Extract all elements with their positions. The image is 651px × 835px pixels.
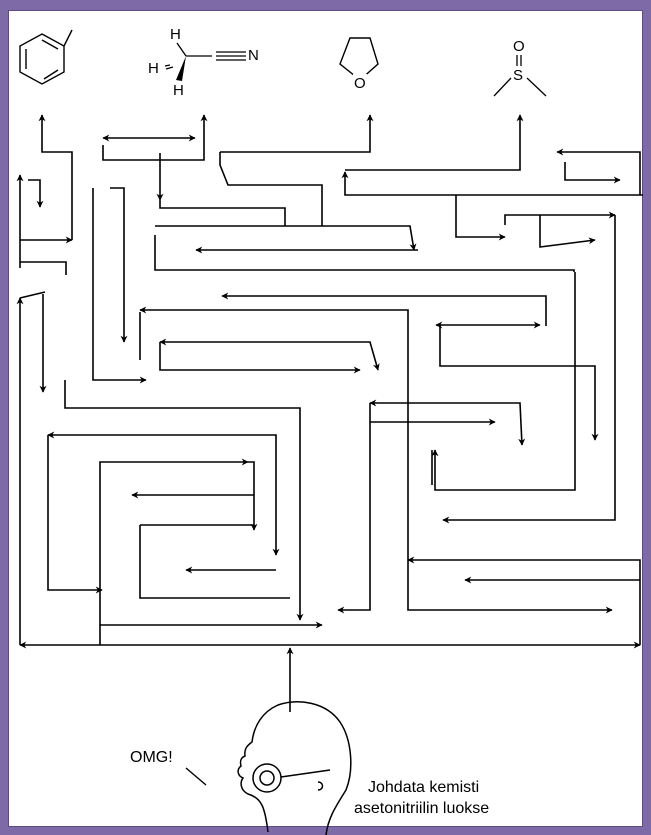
maze-arrow-10[interactable] xyxy=(42,115,72,240)
maze-arrow-11[interactable] xyxy=(28,180,40,207)
speech-text: OMG! xyxy=(130,749,173,766)
maze-arrow-19[interactable] xyxy=(110,188,124,342)
dmso-oxygen: O xyxy=(513,38,525,55)
maze-arrow-42[interactable] xyxy=(370,403,522,445)
caption-line2: asetonitriilin luokse xyxy=(354,800,489,817)
caption-line1: Johdata kemisti xyxy=(368,779,479,796)
maze-arrow-8[interactable] xyxy=(20,262,66,275)
acetonitrile-h-top: H xyxy=(170,26,181,43)
maze-arrow-34[interactable] xyxy=(222,296,546,326)
acetonitrile-n: N xyxy=(248,47,259,64)
maze-arrow-13[interactable] xyxy=(20,292,45,298)
maze-arrow-47[interactable] xyxy=(48,435,102,590)
acetonitrile-h-left: H xyxy=(148,60,159,77)
maze-arrow-48[interactable] xyxy=(248,462,254,530)
acetonitrile-structure[interactable]: H H H N xyxy=(148,26,259,99)
maze-arrow-33[interactable] xyxy=(435,272,575,490)
maze-arrow-23[interactable] xyxy=(155,235,574,272)
chemist-figure[interactable] xyxy=(238,702,351,835)
maze-arrow-17[interactable] xyxy=(160,200,285,226)
maze-arrow-29[interactable] xyxy=(456,195,505,237)
maze-arrow-5[interactable] xyxy=(100,625,322,645)
dmso-sulfur: S xyxy=(513,67,523,84)
maze-arrow-25[interactable] xyxy=(345,172,643,195)
maze-arrow-51[interactable] xyxy=(140,525,290,598)
maze-arrow-43[interactable] xyxy=(338,403,370,610)
maze-arrow-6[interactable] xyxy=(100,462,248,625)
maze-arrow-32[interactable] xyxy=(540,215,595,247)
acetonitrile-h-bottom: H xyxy=(173,82,184,99)
maze-arrow-18[interactable] xyxy=(93,188,146,380)
maze-arrow-30[interactable] xyxy=(505,215,615,225)
maze-arrow-40[interactable] xyxy=(160,342,360,370)
speech-line xyxy=(186,768,206,785)
maze-arrow-37[interactable] xyxy=(140,310,612,610)
maze-arrow-28[interactable] xyxy=(565,162,620,180)
dmso-structure[interactable]: O S xyxy=(494,38,546,96)
maze-arrow-21[interactable] xyxy=(220,152,322,226)
toluene-structure[interactable] xyxy=(20,30,72,84)
thf-structure[interactable]: O xyxy=(340,38,378,92)
maze-arrow-27[interactable] xyxy=(557,152,640,195)
maze-arrow-39[interactable] xyxy=(160,342,378,370)
maze-arrow-22[interactable] xyxy=(155,226,414,250)
maze-arrow-20[interactable] xyxy=(220,115,370,152)
maze-arrow-31[interactable] xyxy=(443,215,615,520)
maze-arrow-3[interactable] xyxy=(408,560,640,645)
thf-oxygen: O xyxy=(354,75,366,92)
maze-arrows xyxy=(20,115,643,712)
maze-arrow-26[interactable] xyxy=(345,115,520,170)
